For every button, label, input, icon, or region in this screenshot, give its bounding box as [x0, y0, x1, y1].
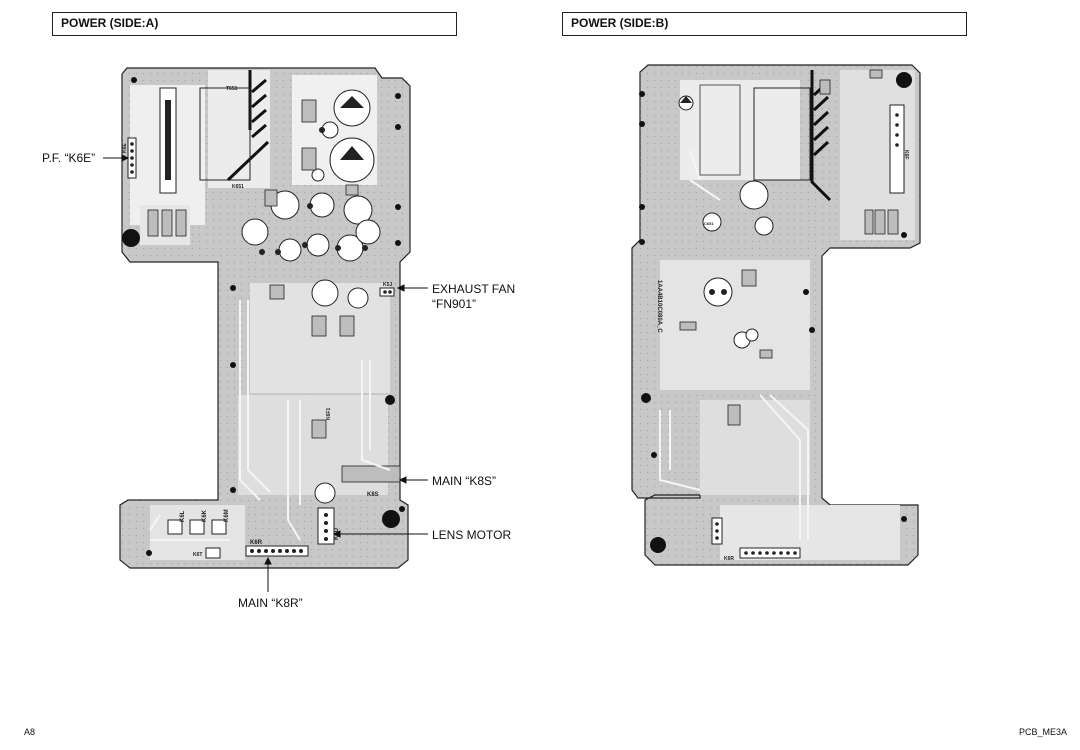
label-k6r: K6R	[250, 540, 263, 546]
label-k6e: K6E	[122, 143, 128, 153]
board-side-a: T651 K6E K651 K5J K6F1 K8S K6L K6K K6M K…	[119, 67, 411, 569]
side-b-title: POWER (SIDE:B)	[562, 12, 967, 36]
label-k5j: K5J	[383, 282, 392, 288]
label-k6l: K6L	[180, 510, 186, 522]
callout-main-k8r: MAIN “K8R”	[238, 596, 303, 610]
callout-pf-k6e: P.F. “K6E”	[42, 151, 96, 165]
label-k6f1: K6F1	[326, 408, 332, 420]
callout-exhaust-fan: EXHAUST FAN	[432, 282, 516, 296]
callout-arrows-a	[103, 154, 428, 592]
callout-lens-motor: LENS MOTOR	[432, 528, 512, 542]
callout-main-k8s: MAIN “K8S”	[432, 474, 497, 488]
page-number: A8	[24, 727, 36, 737]
label-t651: T651	[226, 86, 238, 92]
label-k6t: K6T	[193, 552, 202, 558]
label-c651: C651	[704, 221, 714, 226]
label-k8s: K8S	[367, 492, 379, 498]
board-side-b: 1AA4B10C080A_C K6F C651 K6R	[631, 64, 921, 566]
side-a-title: POWER (SIDE:A)	[52, 12, 457, 36]
label-board-code: 1AA4B10C080A_C	[656, 280, 662, 333]
label-k6f: K6F	[903, 150, 909, 159]
label-k651: K651	[232, 184, 244, 190]
label-k6r-b: K6R	[724, 556, 734, 562]
callout-fn901: “FN901”	[432, 297, 477, 311]
label-k6m: K6M	[224, 509, 230, 522]
label-k6k: K6K	[202, 509, 208, 522]
document-code: PCB_ME3A	[1019, 727, 1068, 737]
